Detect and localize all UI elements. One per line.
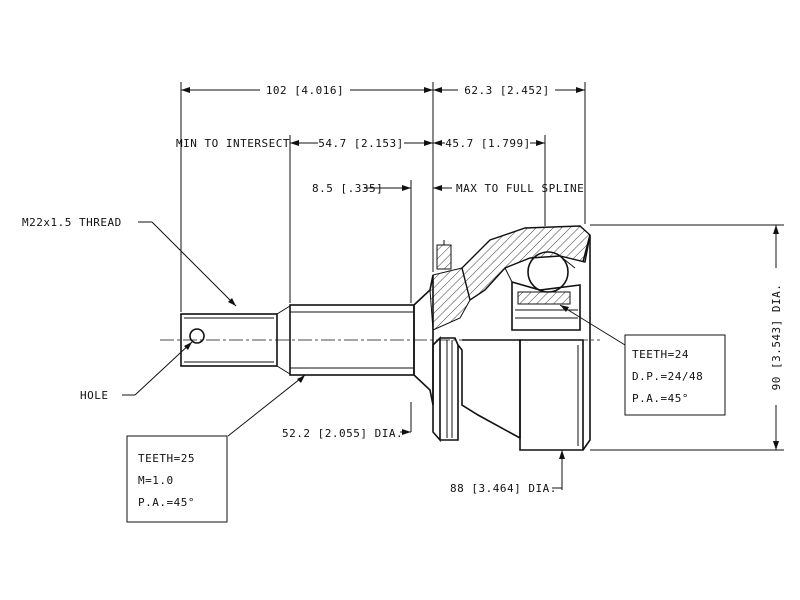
outer-dia-dim: 90 [3.543] DIA. bbox=[770, 284, 783, 391]
shaft-dia-dim: 52.2 [2.055] DIA. bbox=[282, 427, 403, 440]
dim-outer-dia-line bbox=[773, 225, 779, 450]
inner-race bbox=[504, 251, 581, 331]
collar-dim: 8.5 [.335] bbox=[312, 182, 383, 195]
dim-overall-shaft-line bbox=[181, 87, 433, 93]
leader-outer-spline bbox=[227, 374, 306, 437]
bell-length-dim: 62.3 [2.452] bbox=[464, 84, 549, 97]
dim-shaft-dia-line bbox=[400, 429, 411, 435]
bell-to-spline-dim: 45.7 [1.799] bbox=[445, 137, 530, 150]
bell-dia-dim: 88 [3.464] DIA. bbox=[450, 482, 557, 495]
bell-housing bbox=[461, 225, 591, 451]
outer-spline-pa: P.A.=45° bbox=[138, 496, 195, 509]
inner-spline-dp: D.P.=24/48 bbox=[632, 370, 703, 383]
outer-spline-module: M=1.0 bbox=[138, 474, 174, 487]
hole-circle bbox=[189, 328, 205, 344]
extension-lines bbox=[180, 82, 784, 490]
hole-label: HOLE bbox=[80, 389, 109, 402]
inner-spline-pa: P.A.=45° bbox=[632, 392, 689, 405]
outer-spline-box bbox=[126, 435, 228, 523]
dim-bell-length-line bbox=[433, 87, 585, 93]
min-to-intersect-label: MIN TO INTERSECT bbox=[176, 137, 290, 150]
inner-spline-teeth: TEETH=24 bbox=[632, 348, 689, 361]
dim-bell-to-spline-line bbox=[433, 140, 545, 146]
leader-hole bbox=[122, 341, 193, 396]
overall-shaft-dim: 102 [4.016] bbox=[266, 84, 344, 97]
dim-spline-length-line bbox=[290, 140, 433, 146]
leader-thread bbox=[138, 221, 237, 307]
boot-rings bbox=[432, 336, 521, 443]
outer-spline-teeth: TEETH=25 bbox=[138, 452, 195, 465]
leader-inner-spline bbox=[559, 304, 626, 346]
max-to-full-spline-label: MAX TO FULL SPLINE bbox=[456, 182, 584, 195]
dim-collar-line bbox=[364, 185, 411, 191]
thread-label: M22x1.5 THREAD bbox=[22, 216, 122, 229]
threaded-stub bbox=[180, 305, 291, 375]
dim-max-spline-line bbox=[433, 185, 452, 191]
spline-length-dim: 54.7 [2.153] bbox=[318, 137, 403, 150]
inner-spline-box bbox=[624, 334, 726, 416]
dim-bell-dia-line bbox=[552, 450, 565, 489]
